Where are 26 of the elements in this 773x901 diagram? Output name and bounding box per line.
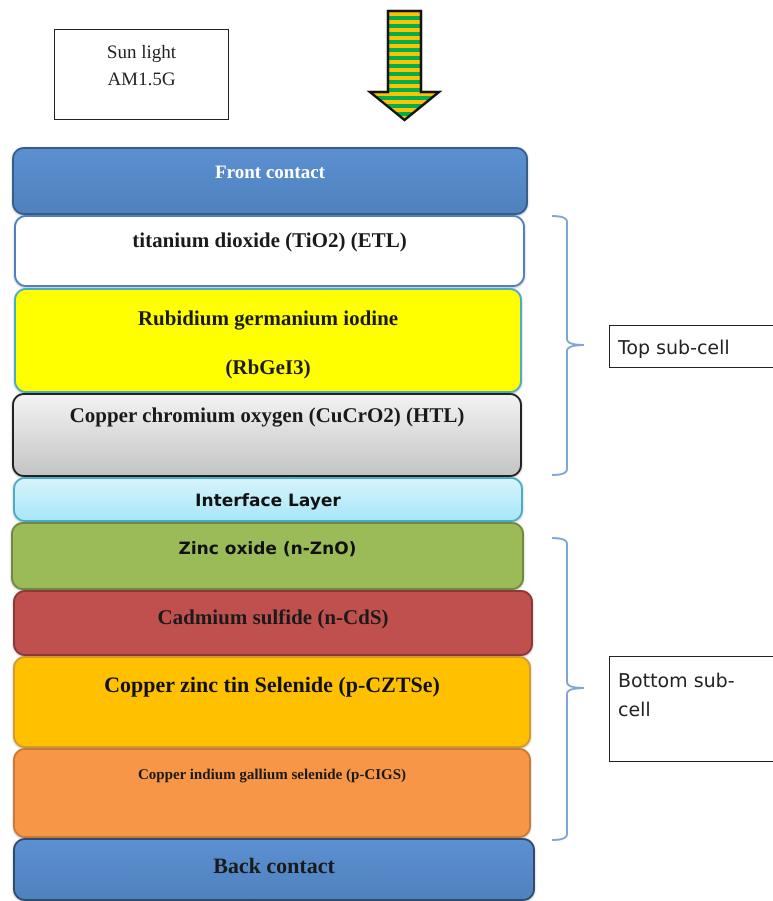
layer-box <box>13 838 535 901</box>
layer-box <box>12 393 522 477</box>
layer-box <box>11 522 524 590</box>
layer-box <box>13 748 531 838</box>
layer-label: Front contact <box>215 161 325 185</box>
layer-label: titanium dioxide (TiO2) (ETL) <box>132 227 407 254</box>
layer-box <box>13 656 531 748</box>
layer-box <box>12 147 528 215</box>
label-box <box>609 656 773 762</box>
label-box <box>609 325 773 368</box>
note-text: Sun light AM1.5G <box>106 41 178 92</box>
layer-box <box>13 477 523 522</box>
layer-label: Back contact <box>213 852 335 880</box>
layer-label: Rubidium germanium iodine (RbGeI3) <box>136 305 400 381</box>
layer-box <box>13 590 533 656</box>
layer-label: Cadmium sulfide (n-CdS) <box>157 604 389 631</box>
layer-label: Interface Layer <box>195 490 341 512</box>
layer-box <box>14 215 525 287</box>
layer-label: Copper zinc tin Selenide (p-CZTSe) <box>104 671 440 699</box>
label-text: Top sub-cell <box>618 336 731 361</box>
layer-label: Zinc oxide (n-ZnO) <box>178 538 356 560</box>
layer-label: Copper chromium oxygen (CuCrO2) (HTL) <box>70 402 464 429</box>
text-box <box>54 29 229 120</box>
layer-box <box>14 288 522 393</box>
layer-label: Copper indium gallium selenide (p-CIGS) <box>138 766 406 785</box>
label-text: Bottom sub-cell <box>618 669 736 722</box>
